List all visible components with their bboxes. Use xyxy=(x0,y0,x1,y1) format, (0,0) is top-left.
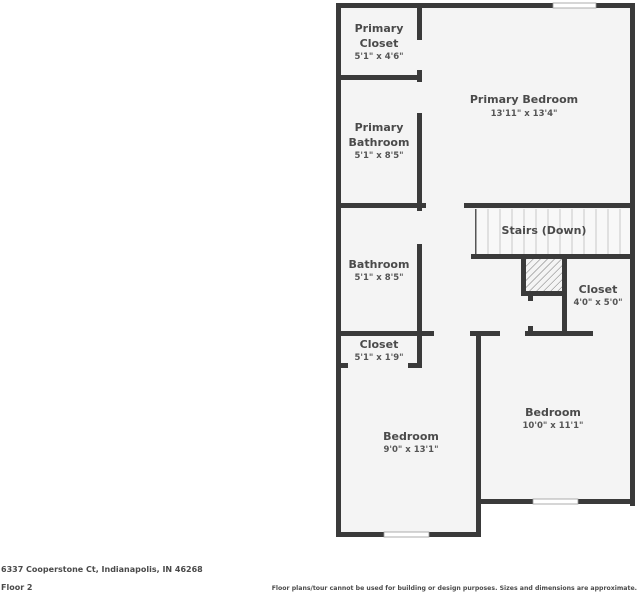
svg-text:5'1" x 1'9": 5'1" x 1'9" xyxy=(354,353,403,363)
walls xyxy=(336,3,635,537)
room-primary-bedroom: Primary Bedroom 13'11" x 13'4" xyxy=(470,93,578,119)
svg-text:Primary: Primary xyxy=(355,22,404,35)
room-bedroom-right: Bedroom 10'0" x 11'1" xyxy=(523,406,584,431)
floor-label: Floor 2 xyxy=(1,583,33,592)
room-bathroom: Bathroom 5'1" x 8'5" xyxy=(349,258,410,283)
hatched-chase xyxy=(526,259,562,291)
room-bedroom-left: Bedroom 9'0" x 13'1" xyxy=(383,430,439,455)
room-stairs: Stairs (Down) xyxy=(502,224,587,237)
stairs xyxy=(475,209,631,256)
svg-text:Closet: Closet xyxy=(579,283,618,296)
property-address: 6337 Cooperstone Ct, Indianapolis, IN 46… xyxy=(1,565,203,574)
svg-text:Stairs (Down): Stairs (Down) xyxy=(502,224,587,237)
room-closet-hall: Closet 4'0" x 5'0" xyxy=(573,283,622,308)
svg-text:Bedroom: Bedroom xyxy=(525,406,581,419)
room-primary-closet: Primary Closet 5'1" x 4'6" xyxy=(354,22,403,62)
room-closet-bedroom: Closet 5'1" x 1'9" xyxy=(354,338,403,363)
room-primary-bathroom: Primary Bathroom 5'1" x 8'5" xyxy=(349,121,410,161)
floor-fill xyxy=(340,6,631,534)
svg-text:Primary Bedroom: Primary Bedroom xyxy=(470,93,578,106)
svg-text:4'0" x 5'0": 4'0" x 5'0" xyxy=(573,298,622,308)
svg-text:5'1" x 8'5": 5'1" x 8'5" xyxy=(354,151,403,161)
svg-text:5'1" x 4'6": 5'1" x 4'6" xyxy=(354,52,403,62)
svg-text:13'11" x 13'4": 13'11" x 13'4" xyxy=(491,109,558,119)
svg-text:9'0" x 13'1": 9'0" x 13'1" xyxy=(383,445,438,455)
svg-text:Bedroom: Bedroom xyxy=(383,430,439,443)
svg-text:10'0" x 11'1": 10'0" x 11'1" xyxy=(523,421,584,431)
svg-text:Primary: Primary xyxy=(355,121,404,134)
disclaimer: Floor plans/tour cannot be used for buil… xyxy=(271,585,637,592)
svg-text:Bathroom: Bathroom xyxy=(349,258,410,271)
svg-text:5'1" x 8'5": 5'1" x 8'5" xyxy=(354,273,403,283)
svg-text:Bathroom: Bathroom xyxy=(349,136,410,149)
svg-text:Closet: Closet xyxy=(360,37,399,50)
svg-text:Closet: Closet xyxy=(360,338,399,351)
windows xyxy=(383,2,597,538)
